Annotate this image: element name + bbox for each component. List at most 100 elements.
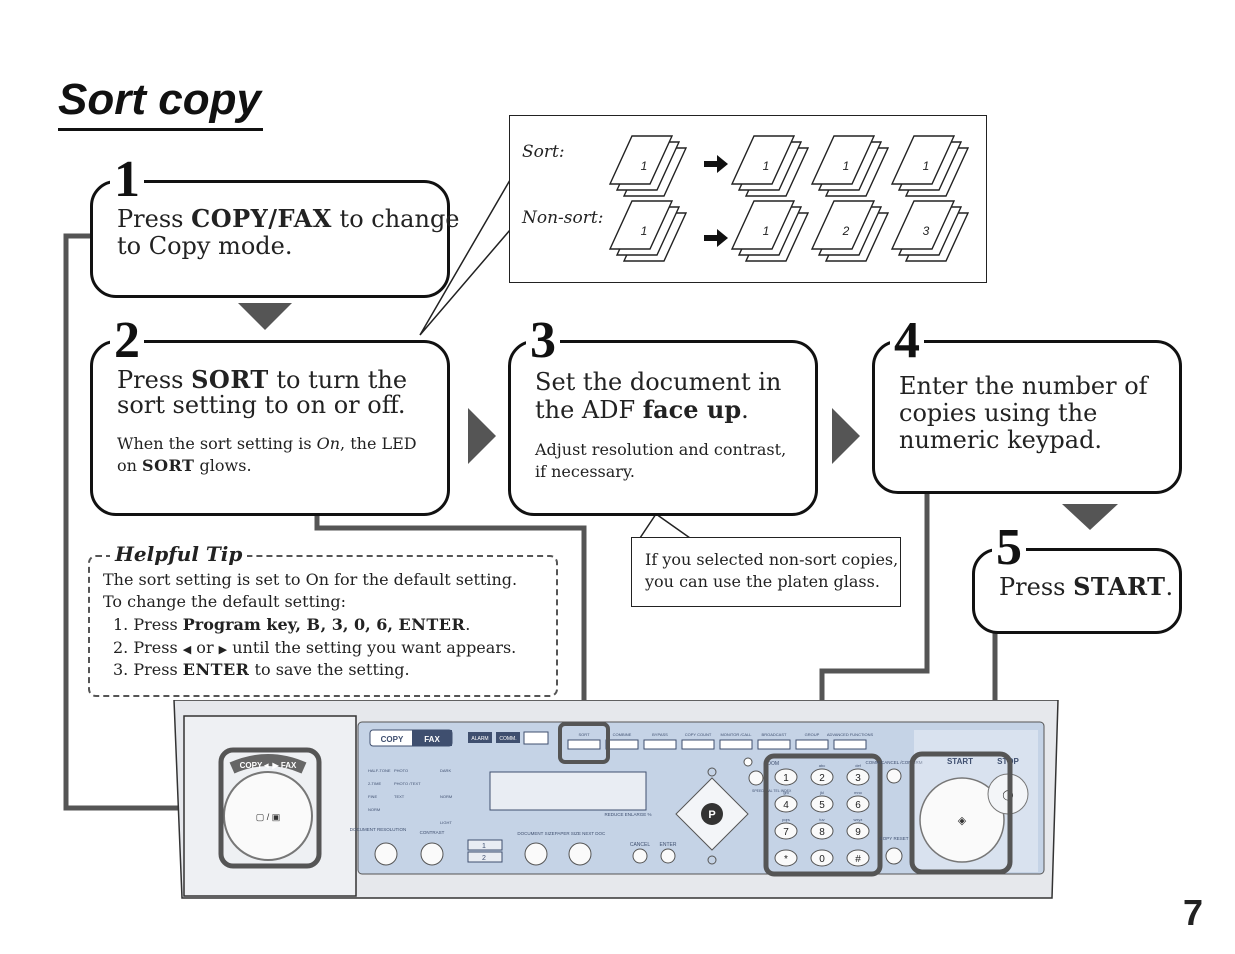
copy-fax-button[interactable] — [223, 771, 313, 861]
page-digit: 2 — [842, 224, 850, 238]
keypad-key[interactable] — [774, 849, 798, 867]
speed-dial-label: SPEED DIAL TEL INDEX — [752, 789, 792, 793]
panel-function-button[interactable] — [567, 739, 601, 750]
resolution-option-label: PHOTO /TEXT — [394, 781, 421, 786]
panel-function-label: ADVANCED FUNCTIONS — [827, 732, 874, 737]
resolution-option-label: HALF-TONE — [368, 768, 391, 773]
keypad-key[interactable] — [810, 822, 834, 840]
comm-label: COMM. — [499, 736, 516, 742]
panel-function-button[interactable] — [605, 739, 639, 750]
keypad-key[interactable] — [846, 795, 870, 813]
copy-fax-label: COPY◄ ▶ FAX — [240, 761, 297, 770]
sort-original-stack: 321 — [608, 135, 688, 197]
keypad-digit: 6 — [855, 800, 861, 811]
speed-dial-button[interactable] — [748, 770, 764, 786]
keypad-key[interactable] — [774, 795, 798, 813]
step-5-number: 5 — [992, 522, 1026, 574]
step-2-number: 2 — [110, 315, 144, 367]
contrast-button[interactable] — [420, 842, 444, 866]
page-digit: 1 — [923, 159, 930, 173]
page-digit: 3 — [923, 224, 930, 238]
panel-function-button[interactable] — [643, 739, 677, 750]
panel-function-label: BYPASS — [652, 732, 668, 737]
step-1-box: Press COPY/FAX to change to Copy mode. — [90, 180, 460, 298]
nonsort-output-stack: 222 — [810, 200, 890, 262]
step-3-box: Set the document in the ADF face up. Adj… — [508, 340, 818, 516]
keypad-letters: tuv — [819, 817, 824, 822]
keypad-digit: 0 — [819, 854, 825, 865]
nonsort-label: Non-sort: — [522, 208, 604, 228]
panel-function-label: BROADCAST — [762, 732, 787, 737]
panel-function-label: COPY COUNT — [685, 732, 712, 737]
copy-fax-key-label: COPY/FAX — [191, 204, 332, 233]
right-arrow-icon: ▶ — [218, 643, 228, 656]
comm-cancel-button[interactable] — [886, 768, 902, 784]
panel-function-label: MONITOR /CALL — [720, 732, 752, 737]
panel-function-button[interactable] — [719, 739, 753, 750]
panel-function-button[interactable] — [681, 739, 715, 750]
cancel-label: CANCEL — [630, 842, 651, 848]
keypad-digit: 7 — [783, 827, 789, 838]
step-3-text: Set the document in the ADF face up. — [535, 368, 782, 424]
paper-size-label: PAPER SIZE NEXT DOC — [555, 831, 606, 836]
keypad-key[interactable] — [810, 768, 834, 786]
tip-step-2: 2. Press ◀ or ▶ until the setting you wa… — [113, 638, 517, 657]
doc-size-label: DOCUMENT SIZE — [517, 831, 554, 836]
sort-diagram: Sort: Non-sort: 321321321321321111222333 — [509, 115, 987, 283]
panel-function-label: COMBINE — [613, 732, 632, 737]
right-arrow-icon — [704, 155, 728, 173]
contrast-option-label: LIGHT — [440, 820, 452, 825]
contrast-option-label: DARK — [440, 768, 451, 773]
keypad-letters: pqrs — [782, 817, 790, 822]
panel-function-button[interactable] — [795, 739, 829, 750]
helpful-tip-box — [88, 555, 558, 697]
page-title: Sort copy — [58, 72, 263, 131]
panel-function-button[interactable] — [833, 739, 867, 750]
resolution-option-label: PHOTO — [394, 768, 408, 773]
step-1-text: Press COPY/FAX to change to Copy mode. — [117, 204, 460, 260]
step-2-subtext: When the sort setting is On, the LED on … — [117, 434, 417, 475]
keypad-letters: mno — [854, 790, 863, 795]
zoom-out-icon — [707, 855, 717, 865]
step-2-text: Press SORT to turn the sort setting to o… — [117, 365, 408, 419]
keypad-key[interactable] — [846, 822, 870, 840]
zoom-button[interactable] — [743, 757, 753, 767]
copy-fax-highlight — [218, 747, 322, 869]
tip-line-1: The sort setting is set to On for the de… — [103, 570, 518, 589]
keypad-key[interactable] — [774, 768, 798, 786]
program-key-label: P — [708, 809, 715, 821]
enter-label: ENTER — [660, 842, 677, 848]
program-key[interactable] — [701, 803, 723, 825]
keypad-key[interactable] — [810, 795, 834, 813]
cancel-button[interactable] — [632, 848, 648, 864]
document-size-button[interactable] — [524, 842, 548, 866]
keypad-key[interactable] — [810, 849, 834, 867]
step-4-number: 4 — [890, 315, 924, 367]
keypad-letters: def — [855, 763, 861, 768]
start-label: START — [947, 757, 973, 766]
platen-note: If you selected non-sort copies,you can … — [631, 537, 901, 607]
enter-button[interactable] — [660, 848, 676, 864]
helpful-tip-title: Helpful Tip — [110, 542, 248, 566]
tray-2-label: 2 — [482, 855, 486, 862]
start-button[interactable] — [919, 777, 1005, 863]
nonsort-original-stack: 321 — [608, 200, 688, 262]
contrast-label: CONTRAST — [420, 830, 445, 835]
keypad-key[interactable] — [774, 822, 798, 840]
keypad-digit: 8 — [819, 827, 825, 838]
keypad-key[interactable] — [846, 849, 870, 867]
keypad-letters: wxyz — [854, 817, 863, 822]
step-3-subtext: Adjust resolution and contrast,if necess… — [535, 440, 787, 481]
sort-output-stack: 321 — [890, 135, 970, 197]
resolution-button[interactable] — [374, 842, 398, 866]
document-stacks: 321321321321321111222333 — [608, 135, 970, 262]
panel-function-button[interactable] — [757, 739, 791, 750]
keypad-key[interactable] — [846, 768, 870, 786]
copy-reset-button[interactable] — [885, 847, 903, 865]
paper-size-button[interactable] — [568, 842, 592, 866]
resolution-option-label: 2-TIME — [368, 781, 381, 786]
